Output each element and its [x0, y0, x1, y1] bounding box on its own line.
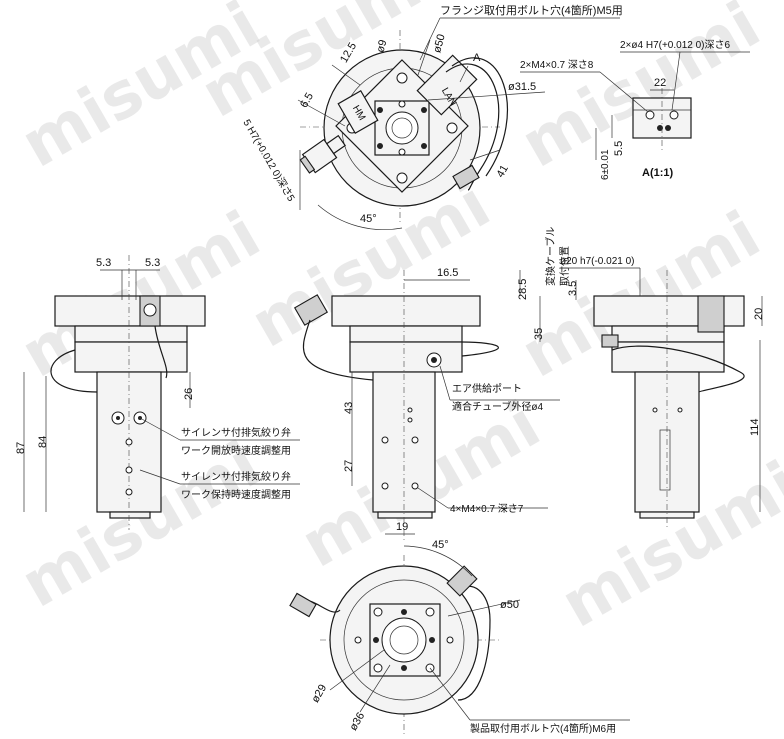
- dim-5-3-a: 5.3: [96, 257, 111, 269]
- arrow-a-label: A: [473, 52, 481, 64]
- dim-phi50: ø50: [431, 33, 448, 54]
- dim-41: 41: [494, 163, 511, 180]
- dim-16-5: 16.5: [437, 267, 458, 279]
- dim-87: 87: [15, 442, 27, 454]
- dim-114: 114: [749, 418, 761, 436]
- detail-a-view: 22 2×ø4 H7(+0.012 0)深さ6 2×M4×0.7 深さ8 5.5…: [520, 39, 750, 180]
- dim-5-3-b: 5.3: [145, 257, 160, 269]
- dim-phi29: ø29: [309, 682, 329, 704]
- dim-19: 19: [396, 521, 408, 533]
- dim-26: 26: [183, 388, 195, 400]
- dim-27: 27: [343, 460, 355, 472]
- silencer-2-line2: ワーク保持時速度調整用: [181, 488, 291, 501]
- detail-a-caption: A(1:1): [642, 167, 674, 179]
- pin-note: 2×ø4 H7(+0.012 0)深さ6: [620, 39, 730, 51]
- dim-45deg-top: 45°: [360, 213, 377, 225]
- front-view: 16.5 28.5 変換ケーブル 取付位置 35 43 27 19 エア供給ポー…: [293, 227, 571, 540]
- svg-text:misumi: misumi: [509, 0, 772, 183]
- dim-28-5: 28.5: [517, 279, 529, 300]
- bottom-dim-phi50: ø50: [500, 599, 519, 611]
- dim-20: 20: [753, 308, 765, 320]
- front-tap-note: 4×M4×0.7 深さ7: [450, 503, 524, 515]
- air-note-line2: 適合チューブ外径ø4: [452, 400, 544, 413]
- dim-84: 84: [37, 436, 49, 448]
- dim-5-5: 5.5: [613, 141, 625, 156]
- pin-hole-note: 5 H7(+0.012 0)深さ5: [240, 117, 297, 204]
- silencer-1-line2: ワーク開放時速度調整用: [181, 444, 291, 457]
- cable-note-line2: 取付位置: [558, 246, 571, 286]
- left-view: 5.3 5.3 26 87 84 サイレンサ付排気絞り弁 ワーク開放時速度調整用…: [15, 255, 300, 530]
- tap-note: 2×M4×0.7 深さ8: [520, 59, 594, 71]
- dim-phi36: ø36: [347, 710, 367, 732]
- top-view: LAN HM 12.5 ø9 ø50 フランジ取付用ボルト穴(4箇所)M5用 A…: [240, 3, 623, 231]
- dim-6-5: 6.5: [298, 91, 316, 110]
- dim-phi20: ø20 h7(-0.021 0): [560, 256, 635, 267]
- dim-6: 6±0.01: [600, 149, 611, 180]
- dim-35: 35: [533, 328, 545, 340]
- dim-45deg-bottom: 45°: [432, 539, 449, 551]
- silencer-2-line1: サイレンサ付排気絞り弁: [181, 470, 291, 483]
- air-note-line1: エア供給ポート: [452, 382, 522, 395]
- dim-phi31-5: ø31.5: [508, 81, 536, 93]
- silencer-1-line1: サイレンサ付排気絞り弁: [181, 426, 291, 439]
- flange-holes-note: フランジ取付用ボルト穴(4箇所)M5用: [440, 3, 623, 17]
- dim-phi9: ø9: [375, 38, 390, 54]
- right-view: ø20 h7(-0.021 0) 3.5 20 114: [560, 256, 765, 530]
- cable-note-line1: 変換ケーブル: [544, 227, 557, 286]
- dim-43: 43: [343, 402, 355, 414]
- mount-note: 製品取付用ボルト穴(4箇所)M6用: [470, 722, 616, 735]
- dim-22: 22: [654, 77, 666, 89]
- dim-3-5: 3.5: [567, 281, 579, 296]
